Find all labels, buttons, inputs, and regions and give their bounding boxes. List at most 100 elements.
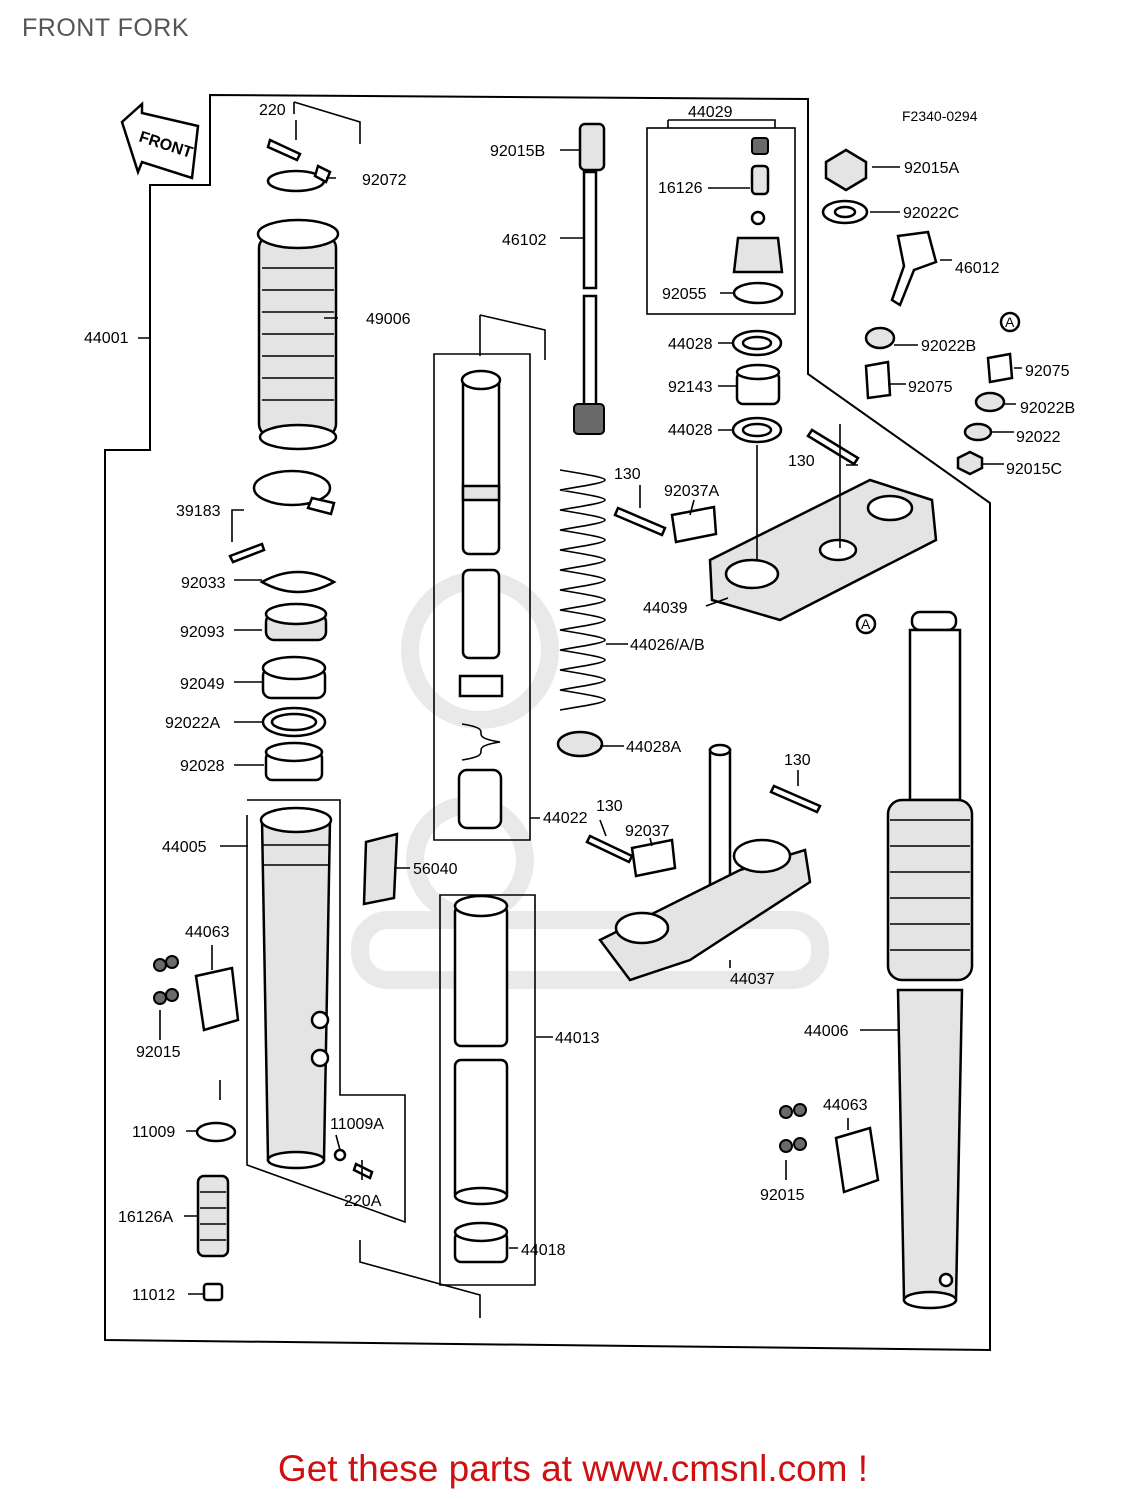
label-44006: 44006	[804, 1023, 849, 1040]
part-11012-cap	[202, 1282, 224, 1302]
part-49006-boot	[256, 218, 340, 451]
part-92075-damper-2	[986, 352, 1014, 384]
label-130-mid-right: 130	[784, 752, 811, 769]
label-44028A: 44028A	[626, 739, 681, 756]
part-44005-outer-tube	[259, 806, 333, 1170]
label-44028-bottom: 44028	[668, 422, 713, 439]
part-46102-rod	[573, 170, 605, 435]
label-92049: 92049	[180, 676, 225, 693]
label-92022A: 92022A	[165, 715, 220, 732]
part-46012-holder	[890, 230, 938, 307]
label-92022B-1: 92022B	[921, 338, 976, 355]
label-92075-2: 92075	[1025, 363, 1070, 380]
part-130-bolt-upper-left	[613, 506, 667, 537]
part-92037A-clamp	[670, 505, 718, 544]
label-44063-right: 44063	[823, 1097, 868, 1114]
footer-promo-text: Get these parts at www.cmsnl.com !	[277, 1448, 869, 1489]
label-92033: 92033	[181, 575, 226, 592]
page-title: FRONT FORK	[22, 14, 190, 42]
part-92022A-washer	[261, 706, 327, 738]
label-46102: 46102	[502, 232, 547, 249]
part-44006-fork-assembly	[886, 610, 974, 1310]
label-11012: 11012	[132, 1287, 175, 1304]
part-44022-inner-group	[433, 314, 546, 841]
label-92015-right: 92015	[760, 1187, 805, 1204]
label-44022: 44022	[543, 810, 588, 827]
part-92015A-nut	[824, 148, 868, 192]
label-44029: 44029	[688, 104, 733, 121]
part-92037-clamp	[630, 838, 677, 878]
part-92015B-bolt	[578, 122, 606, 172]
part-44026-spring	[559, 469, 606, 711]
part-44028A-seat	[556, 730, 604, 758]
label-44063-left: 44063	[185, 924, 230, 941]
label-44028-top: 44028	[668, 336, 713, 353]
ref-a-top-label: A	[1005, 314, 1015, 330]
label-92015-left: 92015	[136, 1044, 181, 1061]
front-arrow-icon: FRONT	[120, 101, 200, 180]
exploded-parts-diagram: FRONT	[84, 93, 1075, 1352]
label-130-top-right: 130	[788, 453, 815, 470]
label-49006: 49006	[366, 311, 411, 328]
label-92022B-2: 92022B	[1020, 400, 1075, 417]
part-44063-right-guard	[779, 1103, 880, 1194]
part-92022-washer	[963, 422, 993, 442]
label-44018: 44018	[521, 1242, 566, 1259]
ref-circle-a-bottom: A	[855, 613, 877, 635]
label-16126A: 16126A	[118, 1209, 173, 1226]
part-44029-cap-assembly	[646, 119, 796, 315]
ref-circle-a-top: A	[999, 311, 1021, 333]
part-11009-gasket	[195, 1121, 237, 1143]
part-92022B-washer-2	[974, 391, 1006, 413]
label-11009: 11009	[132, 1124, 175, 1141]
part-44039-upper-bracket	[708, 478, 938, 622]
label-11009A: 11009A	[330, 1116, 384, 1133]
part-44028-washer-bottom	[731, 416, 783, 444]
part-56040-label	[362, 832, 399, 906]
label-92037: 92037	[625, 823, 670, 840]
label-130-mid-left: 130	[596, 798, 623, 815]
label-92093: 92093	[180, 624, 225, 641]
label-92028: 92028	[180, 758, 225, 775]
label-92022C: 92022C	[903, 205, 959, 222]
part-130-bolt-lower-right	[769, 784, 822, 814]
ref-a-bottom-label: A	[861, 616, 871, 632]
assembly-outline	[104, 93, 991, 1352]
label-92072: 92072	[362, 172, 407, 189]
part-39183-clamp	[228, 469, 336, 564]
part-16126A-valve	[196, 1174, 230, 1258]
part-220A-screw	[333, 1148, 374, 1180]
part-44028-washer-top	[731, 329, 783, 357]
label-92055: 92055	[662, 286, 707, 303]
label-44001: 44001	[84, 330, 129, 347]
part-labels: 220 92072 49006 44001 39183 92033 92093 …	[84, 102, 1075, 1304]
part-92028-bushing	[264, 741, 324, 782]
label-92075-1: 92075	[908, 379, 953, 396]
label-92015B: 92015B	[490, 143, 545, 160]
part-44037-lower-bracket	[598, 743, 812, 982]
label-44026: 44026/A/B	[630, 637, 705, 654]
leader-lines	[138, 120, 1022, 1295]
part-130-bolt-lower-left	[585, 834, 634, 864]
part-92022B-washer-1	[864, 326, 896, 350]
label-92015A: 92015A	[904, 160, 959, 177]
part-92033-plate	[259, 570, 337, 594]
label-44039: 44039	[643, 600, 688, 617]
part-92049-seal	[261, 655, 327, 700]
label-130-top-left: 130	[614, 466, 641, 483]
label-44037: 44037	[730, 971, 775, 988]
left-group-brackets	[246, 101, 481, 1318]
part-130-bolt-upper-right	[806, 428, 860, 466]
part-92072-clamp	[266, 164, 332, 193]
label-16126: 16126	[658, 180, 703, 197]
part-44063-left-guard	[153, 955, 240, 1032]
part-92015C-nut	[956, 450, 984, 476]
label-46012: 46012	[955, 260, 1000, 277]
figure-code: F2340-0294	[902, 108, 978, 124]
label-92143: 92143	[668, 379, 713, 396]
part-92143-collar	[735, 363, 781, 406]
part-92075-damper-1	[864, 360, 892, 400]
label-92015C: 92015C	[1006, 461, 1062, 478]
part-44013-inner-tube-group	[439, 894, 536, 1286]
part-44018-bushing	[453, 1221, 509, 1264]
